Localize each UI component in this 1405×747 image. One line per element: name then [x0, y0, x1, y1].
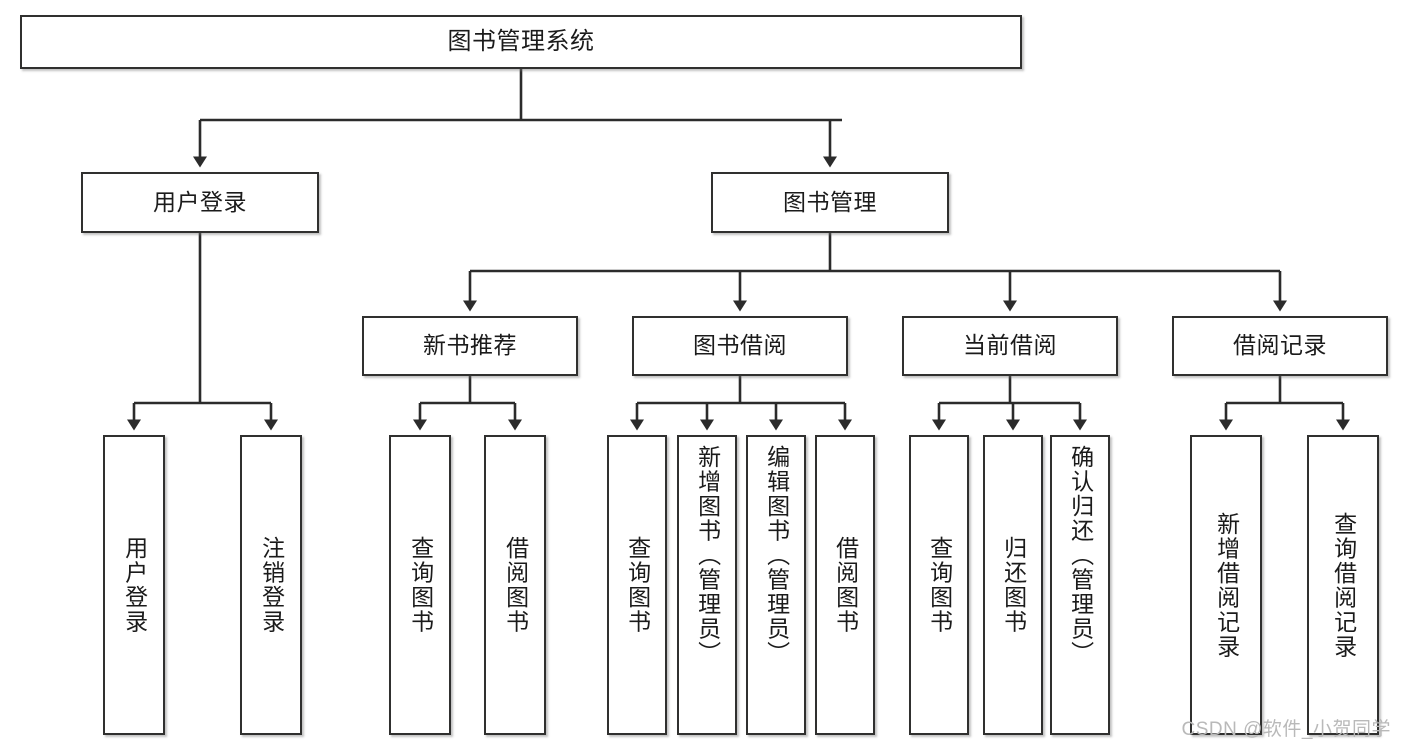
node-leaf-borrow-book-b-label: 借阅图书: [832, 536, 859, 634]
node-leaf-return-book[interactable]: 归还图书: [983, 435, 1043, 735]
node-borrow-records-label: 借阅记录: [1233, 332, 1327, 359]
node-new-book-recommend[interactable]: 新书推荐: [362, 316, 578, 376]
edges-login-children: [127, 233, 278, 431]
node-current-borrow[interactable]: 当前借阅: [902, 316, 1118, 376]
node-leaf-borrow-book-b[interactable]: 借阅图书: [815, 435, 875, 735]
node-leaf-confirm-return-admin-label: 确认归还（管理员）: [1067, 445, 1094, 666]
node-leaf-user-login-label: 用户登录: [121, 536, 148, 634]
node-leaf-query-borrow-record[interactable]: 查询借阅记录: [1307, 435, 1379, 735]
node-root[interactable]: 图书管理系统: [20, 15, 1022, 69]
node-leaf-query-borrow-record-label: 查询借阅记录: [1330, 511, 1357, 659]
node-user-login[interactable]: 用户登录: [81, 172, 319, 233]
node-leaf-query-book-a-label: 查询图书: [407, 536, 434, 634]
node-leaf-logout-label: 注销登录: [258, 536, 285, 634]
node-book-management[interactable]: 图书管理: [711, 172, 949, 233]
node-root-label: 图书管理系统: [447, 27, 595, 55]
node-leaf-query-book-b[interactable]: 查询图书: [607, 435, 667, 735]
node-leaf-add-book-admin-label: 新增图书（管理员）: [694, 445, 721, 666]
node-leaf-edit-book-admin[interactable]: 编辑图书（管理员）: [746, 435, 806, 735]
node-user-login-label: 用户登录: [153, 188, 247, 215]
node-leaf-edit-book-admin-label: 编辑图书（管理员）: [763, 445, 790, 666]
edges-records-children: [1219, 376, 1350, 431]
node-leaf-logout[interactable]: 注销登录: [240, 435, 302, 735]
node-leaf-add-borrow-record[interactable]: 新增借阅记录: [1190, 435, 1262, 735]
edges-current-children: [932, 376, 1087, 431]
node-leaf-query-book-a[interactable]: 查询图书: [389, 435, 451, 735]
edges-level-2: [463, 233, 1287, 312]
edges-level-1: [193, 69, 842, 168]
node-leaf-borrow-book-a-label: 借阅图书: [502, 536, 529, 634]
node-book-borrow[interactable]: 图书借阅: [632, 316, 848, 376]
edges-borrow-children: [630, 376, 852, 431]
node-leaf-query-book-c-label: 查询图书: [926, 536, 953, 634]
node-new-book-recommend-label: 新书推荐: [423, 332, 517, 359]
node-leaf-add-borrow-record-label: 新增借阅记录: [1213, 511, 1240, 659]
node-book-management-label: 图书管理: [783, 188, 877, 215]
node-borrow-records[interactable]: 借阅记录: [1172, 316, 1388, 376]
node-leaf-query-book-c[interactable]: 查询图书: [909, 435, 969, 735]
watermark: CSDN @软件_小贺同学: [1181, 719, 1391, 740]
node-leaf-query-book-b-label: 查询图书: [624, 536, 651, 634]
node-leaf-user-login[interactable]: 用户登录: [103, 435, 165, 735]
edges-newbook-children: [413, 376, 522, 431]
node-leaf-return-book-label: 归还图书: [1000, 536, 1027, 634]
node-current-borrow-label: 当前借阅: [963, 332, 1057, 359]
node-book-borrow-label: 图书借阅: [693, 332, 787, 359]
node-leaf-confirm-return-admin[interactable]: 确认归还（管理员）: [1050, 435, 1110, 735]
node-leaf-borrow-book-a[interactable]: 借阅图书: [484, 435, 546, 735]
node-leaf-add-book-admin[interactable]: 新增图书（管理员）: [677, 435, 737, 735]
